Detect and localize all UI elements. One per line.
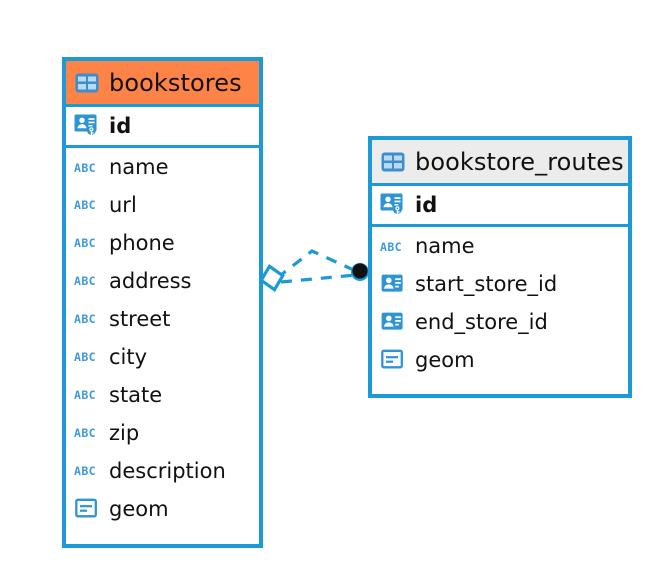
- field-row-zip[interactable]: ABC zip: [66, 414, 259, 452]
- field-row-start-store-id[interactable]: start_store_id: [372, 265, 628, 303]
- entity-bookstore-routes[interactable]: bookstore_routes: [368, 136, 632, 398]
- field-label-description: description: [109, 458, 226, 483]
- field-row-phone[interactable]: ABC phone: [66, 224, 259, 262]
- field-row-id[interactable]: id: [66, 107, 259, 145]
- field-label-geom: geom: [415, 347, 475, 372]
- entity-title-bookstore-routes: bookstore_routes: [415, 147, 624, 176]
- field-row-name[interactable]: ABC name: [66, 148, 259, 186]
- field-label-end-store-id: end_store_id: [415, 309, 548, 334]
- field-row-geom[interactable]: geom: [372, 341, 628, 379]
- field-row-state[interactable]: ABC state: [66, 376, 259, 414]
- field-row-end-store-id[interactable]: end_store_id: [372, 303, 628, 341]
- field-row-description[interactable]: ABC description: [66, 452, 259, 490]
- field-label-zip: zip: [109, 420, 140, 445]
- field-row-address[interactable]: ABC address: [66, 262, 259, 300]
- abc-text-icon: ABC: [74, 458, 100, 484]
- foreign-key-icon: [380, 309, 406, 335]
- field-row-city[interactable]: ABC city: [66, 338, 259, 376]
- svg-text:ABC: ABC: [74, 275, 96, 287]
- field-row-name[interactable]: ABC name: [372, 227, 628, 265]
- primary-key-icon: [380, 192, 406, 218]
- field-label-city: city: [109, 344, 148, 369]
- field-row-street[interactable]: ABC street: [66, 300, 259, 338]
- fields-section-bookstore-routes: ABC name start_store_id: [372, 227, 628, 379]
- field-row-id[interactable]: id: [372, 186, 628, 224]
- entity-header-bookstore-routes[interactable]: bookstore_routes: [372, 140, 628, 186]
- abc-text-icon: ABC: [74, 155, 100, 181]
- relationship-line-upper: [276, 249, 359, 280]
- geometry-icon: [380, 347, 406, 373]
- entity-title-bookstores: bookstores: [109, 68, 242, 97]
- primary-key-icon: [74, 113, 100, 139]
- svg-text:ABC: ABC: [380, 241, 402, 253]
- field-label-phone: phone: [109, 230, 175, 255]
- foreign-key-icon: [380, 271, 406, 297]
- field-label-start-store-id: start_store_id: [415, 271, 558, 296]
- field-label-id: id: [415, 192, 438, 217]
- field-label-state: state: [109, 382, 163, 407]
- field-label-url: url: [109, 192, 137, 217]
- entity-header-bookstores[interactable]: bookstores: [66, 61, 259, 107]
- abc-text-icon: ABC: [74, 230, 100, 256]
- table-icon: [380, 149, 406, 175]
- abc-text-icon: ABC: [74, 420, 100, 446]
- table-icon: [74, 70, 100, 96]
- abc-text-icon: ABC: [74, 382, 100, 408]
- geometry-icon: [74, 496, 100, 522]
- svg-text:ABC: ABC: [74, 427, 96, 439]
- field-row-url[interactable]: ABC url: [66, 186, 259, 224]
- svg-text:ABC: ABC: [74, 162, 96, 174]
- field-row-geom[interactable]: geom: [66, 490, 259, 528]
- primary-key-section-bookstores: id: [66, 107, 259, 148]
- svg-text:ABC: ABC: [74, 237, 96, 249]
- svg-text:ABC: ABC: [74, 313, 96, 325]
- svg-text:ABC: ABC: [74, 199, 96, 211]
- field-label-address: address: [109, 268, 192, 293]
- primary-key-section-bookstore-routes: id: [372, 186, 628, 227]
- fields-section-bookstores: ABC name ABC url ABC p: [66, 148, 259, 528]
- bookstores-to-bookstore-routes-relationship[interactable]: [255, 240, 380, 320]
- filled-circle-marker: [351, 263, 369, 281]
- field-label-geom: geom: [109, 496, 169, 521]
- svg-text:ABC: ABC: [74, 465, 96, 477]
- abc-text-icon: ABC: [380, 234, 406, 260]
- field-label-name: name: [109, 155, 169, 179]
- relationship-line-lower: [280, 273, 357, 284]
- field-label-name: name: [415, 234, 475, 258]
- entity-bookstores[interactable]: bookstores: [62, 57, 263, 548]
- abc-text-icon: ABC: [74, 192, 100, 218]
- abc-text-icon: ABC: [74, 344, 100, 370]
- svg-text:ABC: ABC: [74, 389, 96, 401]
- abc-text-icon: ABC: [74, 306, 100, 332]
- svg-text:ABC: ABC: [74, 351, 96, 363]
- field-label-id: id: [109, 113, 132, 138]
- abc-text-icon: ABC: [74, 268, 100, 294]
- field-label-street: street: [109, 306, 171, 331]
